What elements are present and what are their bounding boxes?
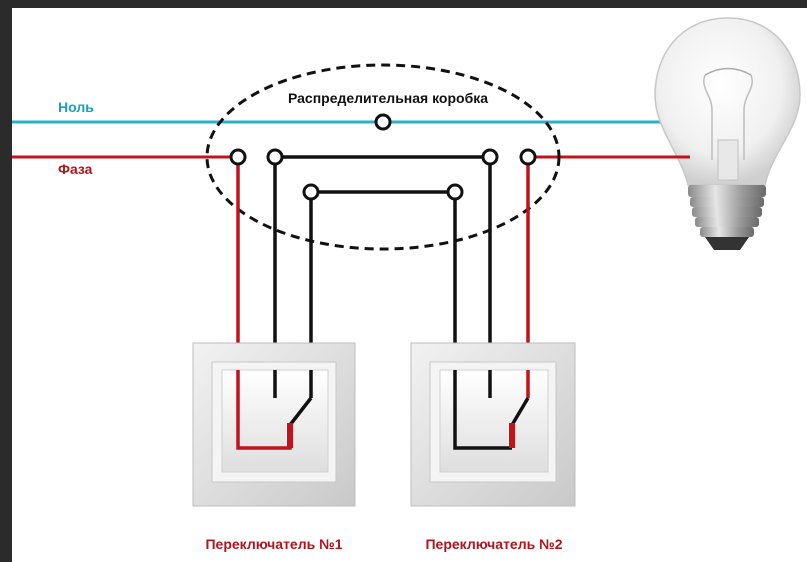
switch2-contact-red [509,423,515,448]
terminal-lamp [519,148,537,166]
switch1-contact-red [287,423,293,448]
terminal-neutral [374,113,392,131]
terminal-traveller-2a [481,148,499,166]
switch2-traveller-b-face [453,370,512,450]
wiring-diagram-svg: Ноль Фаза Распределительная коробка Пере… [12,17,801,552]
neutral-label: Ноль [58,99,94,115]
terminal-traveller-1a [266,148,284,166]
phase-label: Фаза [58,161,93,177]
light-bulb-icon [654,17,801,250]
switch2-caption: Переключатель №2 [425,536,562,552]
switch1-caption: Переключатель №1 [205,536,342,552]
junction-box-label: Распределительная коробка [288,90,488,106]
switch1-rocker-switch-icon [192,342,356,507]
wiring-diagram: Ноль Фаза Распределительная коробка Пере… [12,8,807,562]
switch2-contact [510,397,530,426]
switch2-rocker-switch-icon [410,342,576,507]
terminal-phase-in [229,148,247,166]
junction-box [205,63,561,251]
terminal-traveller-1b [302,183,320,201]
switch1-contact [288,396,313,427]
terminal-traveller-2b [446,183,464,201]
